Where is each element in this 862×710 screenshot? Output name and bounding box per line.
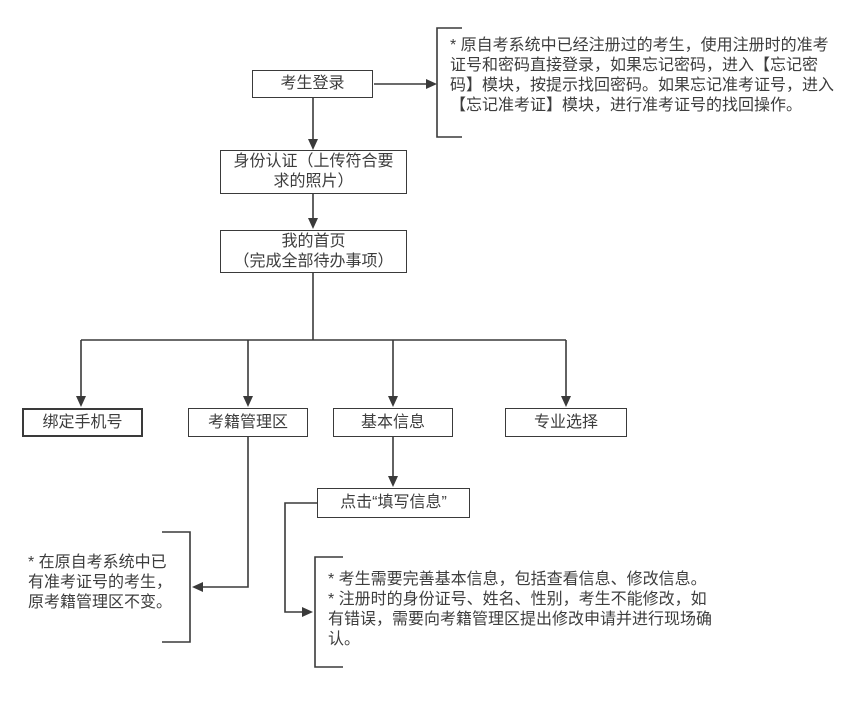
arrow-identity-to-home [308, 194, 318, 229]
bracket-bottom-left-note [162, 531, 191, 643]
arrow-registry-to-bottom-left-note [192, 437, 249, 592]
bracket-bottom-right-note [314, 556, 343, 668]
arrow-to-basic [388, 340, 398, 407]
flow-node-identity-verification: 身份认证（上传符合要 求的照片） [220, 150, 407, 194]
note-registry-unchanged: * 在原自考系统中已 有准考证号的考生， 原考籍管理区不变。 [28, 554, 173, 611]
note-basic-info-rules: * 考生需要完善基本信息，包括查看信息、修改信息。 * 注册时的身份证号、姓名、… [328, 571, 713, 648]
flow-node-major-selection: 专业选择 [505, 408, 627, 437]
connector-home-to-distributor [81, 273, 566, 341]
note-login-instructions: * 原自考系统中已经注册过的考生，使用注册时的准考 证号和密码直接登录，如果忘记… [450, 37, 835, 114]
flow-node-exam-registry-area: 考籍管理区 [188, 408, 308, 437]
arrow-to-registry [243, 340, 253, 407]
arrow-login-to-top-note [374, 79, 437, 89]
arrow-basic-to-fill-info [388, 437, 398, 487]
flow-node-candidate-login: 考生登录 [252, 70, 373, 98]
flow-node-my-homepage: 我的首页 （完成全部待办事项） [220, 230, 407, 273]
flow-node-basic-info: 基本信息 [333, 408, 453, 437]
arrow-fill-info-to-bottom-right-note [284, 502, 317, 617]
bracket-top-right-note [436, 27, 462, 138]
flow-node-click-fill-info: 点击“填写信息” [317, 488, 470, 518]
flow-node-bind-phone: 绑定手机号 [22, 408, 143, 437]
arrow-login-to-identity [308, 98, 318, 150]
arrow-to-phone [76, 340, 86, 407]
arrow-to-major [561, 340, 571, 407]
